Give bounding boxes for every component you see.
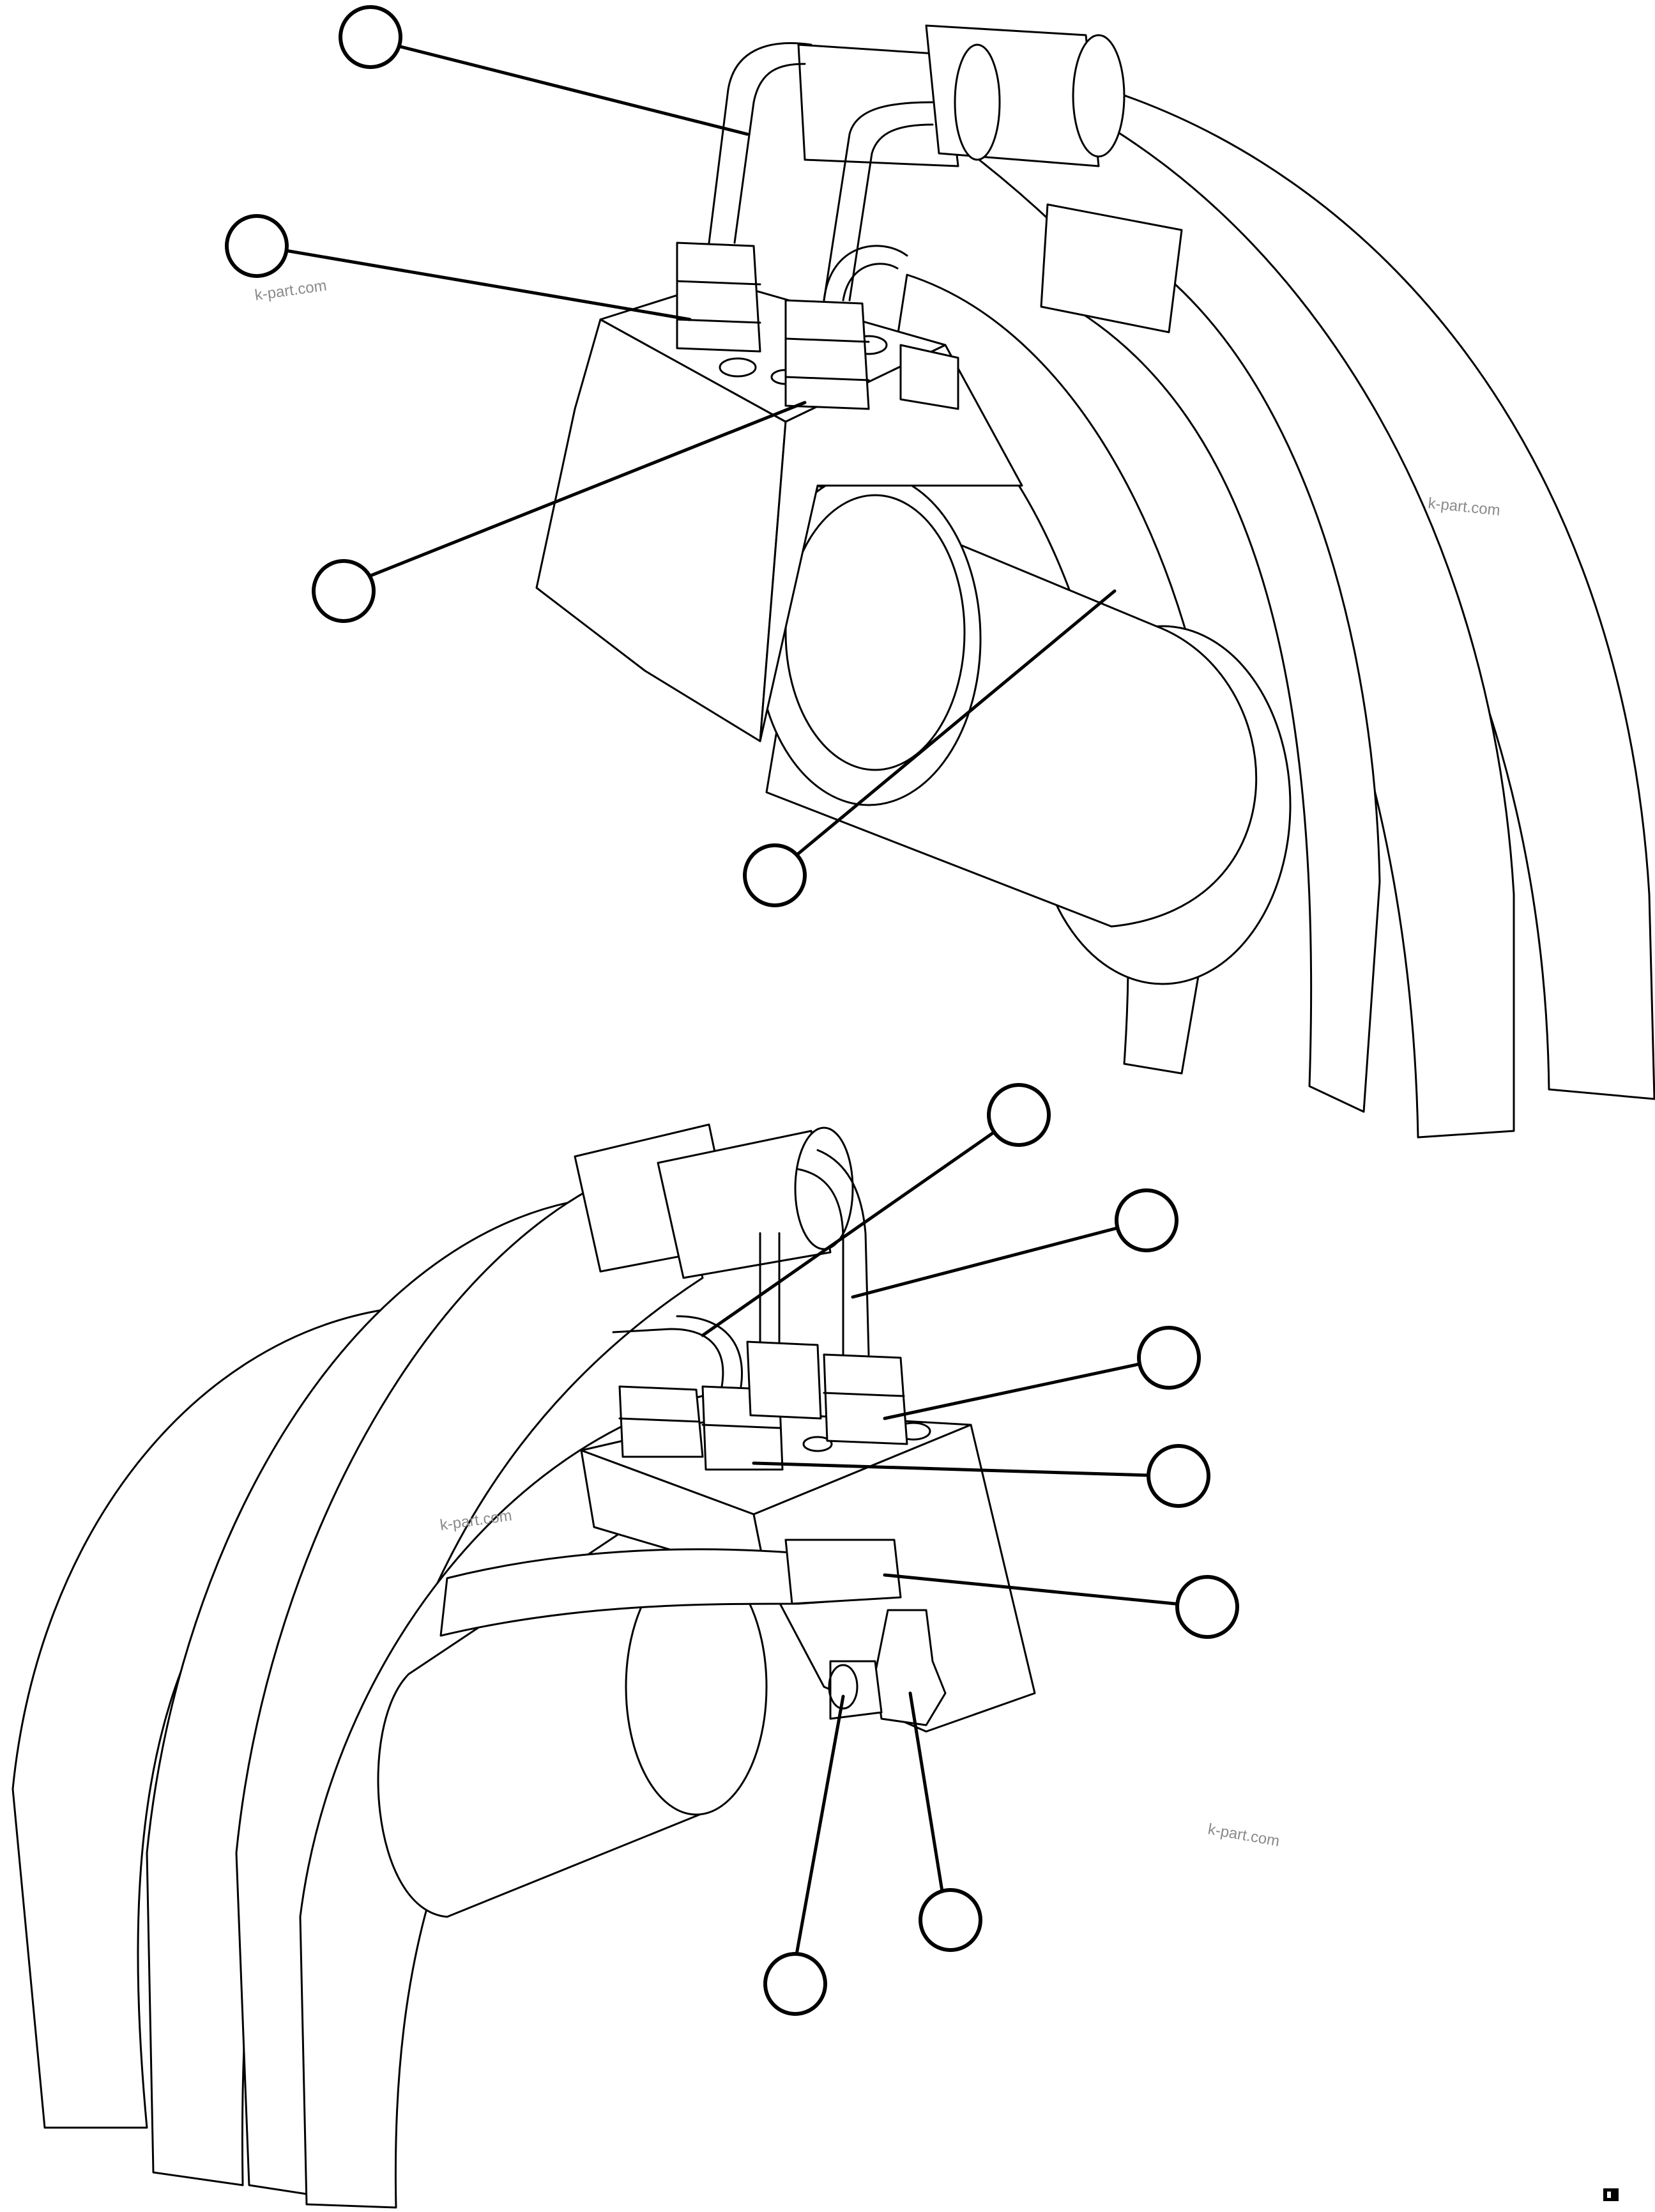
callout-bubble-1 [339, 5, 402, 69]
leader-lower-fitting-a [883, 1356, 1171, 1420]
upper-hose-collar-3 [1040, 203, 1183, 334]
upper-port-1 [719, 357, 757, 378]
callout-bubble-9 [1175, 1575, 1239, 1639]
lower-leader-lines [701, 1113, 1209, 1963]
upper-tube-2 [823, 101, 934, 302]
lower-port-1 [802, 1436, 833, 1452]
callout-bubble-2 [225, 214, 289, 278]
upper-fitting-3 [899, 344, 959, 410]
leader-lower-elbow [908, 1691, 944, 1893]
upper-fitting-1 [676, 242, 761, 353]
corner-logo-mark [1603, 2188, 1619, 2201]
lower-plug-face [828, 1664, 858, 1710]
lower-plug-fitting [829, 1660, 883, 1720]
lower-side-hose-collar [784, 1539, 902, 1605]
lower-fitting-3 [746, 1340, 822, 1420]
upper-assembly [535, 24, 1655, 1139]
lower-fitting-1 [618, 1385, 704, 1458]
lower-tube-3 [612, 1315, 743, 1388]
leader-lower-side-hose [883, 1573, 1209, 1609]
upper-tube-1 [708, 42, 812, 244]
upper-leader-lines [276, 43, 1117, 858]
callout-bubble-7 [1137, 1326, 1201, 1390]
callout-bubble-8 [1147, 1444, 1210, 1508]
leader-lower-fitting-b [752, 1461, 1171, 1478]
leader-upper-valve-block [362, 401, 807, 580]
watermark-1: k-part.com [254, 277, 328, 304]
leader-lower-tube-a [701, 1113, 1021, 1337]
upper-fitting-2 [784, 299, 870, 410]
callout-bubble-10 [919, 1888, 982, 1952]
leader-upper-hose [793, 589, 1117, 858]
upper-hose-collar-1 [797, 43, 959, 167]
lower-tube-2 [759, 1232, 781, 1343]
lower-hose-end [794, 1126, 854, 1250]
callout-bubble-6 [1115, 1188, 1178, 1252]
lower-hose-collar-2 [657, 1130, 832, 1279]
upper-hose-end-2 [954, 43, 1001, 161]
leader-upper-tube [391, 43, 749, 136]
lower-tube-1 [797, 1149, 870, 1356]
lower-fitting-4 [823, 1353, 908, 1445]
callout-bubble-5 [987, 1083, 1051, 1147]
callout-bubble-4 [743, 843, 807, 907]
upper-hose-end-1 [1072, 34, 1125, 158]
leader-lower-tube-b [851, 1218, 1148, 1299]
callout-bubble-3 [312, 559, 376, 623]
leader-upper-fitting [276, 247, 692, 321]
callout-bubbles [225, 5, 1239, 2016]
upper-motor-face-ring [784, 494, 966, 771]
lower-assembly [11, 1123, 1036, 2209]
upper-tube-3 [823, 245, 908, 302]
watermark-4: k-part.com [1207, 1820, 1281, 1850]
leader-lower-plug [793, 1694, 845, 1963]
callout-bubble-11 [763, 1952, 827, 2016]
